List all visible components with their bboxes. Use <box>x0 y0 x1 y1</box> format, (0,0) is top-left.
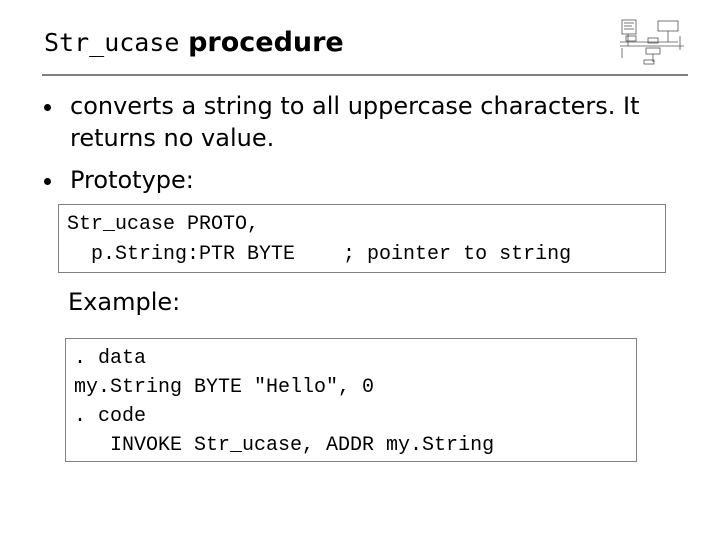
title-code: Str_ucase <box>44 28 180 57</box>
code-line: Str_ucase PROTO, <box>67 213 260 236</box>
code-line: INVOKE Str_ucase, ADDR my.String <box>74 434 495 457</box>
title-divider <box>42 74 688 76</box>
prototype-code-box: Str_ucase PROTO, p.String:PTR BYTE ; poi… <box>58 204 666 273</box>
example-code-box: . data my.String BYTE "Hello", 0 . code IN… <box>65 338 637 462</box>
example-label: Example: <box>68 288 181 316</box>
code-line: my.String BYTE "Hello", 0 <box>74 376 375 399</box>
slide-title: Str_ucase procedure <box>44 27 344 58</box>
code-line: p.String:PTR BYTE ; pointer to string <box>67 243 572 266</box>
code-line: . code <box>74 405 147 428</box>
bullet-item: Prototype: <box>36 164 696 196</box>
bullet-item: converts a string to all uppercase chara… <box>36 90 696 154</box>
bullet-list: converts a string to all uppercase chara… <box>36 90 696 206</box>
diagram-logo-icon <box>620 19 684 65</box>
title-text: procedure <box>188 27 344 58</box>
code-line: . data <box>74 347 147 370</box>
